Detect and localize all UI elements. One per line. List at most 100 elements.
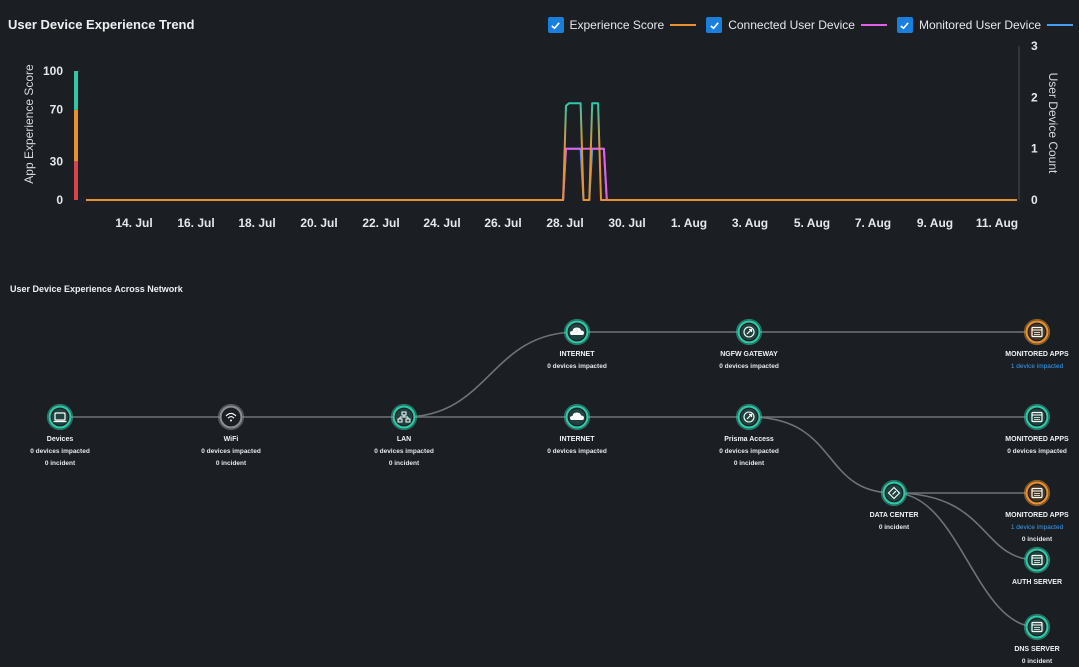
node-stat: 0 devices impacted bbox=[719, 363, 779, 370]
network-node-apps-mid[interactable]: MONITORED APPS 0 devices impacted bbox=[1005, 403, 1069, 456]
firewall-icon bbox=[743, 326, 755, 338]
score-band bbox=[74, 109, 78, 162]
server-icon bbox=[1031, 554, 1043, 566]
legend-label: Monitored User Device bbox=[918, 18, 1041, 32]
node-label: MONITORED APPS bbox=[1005, 436, 1069, 443]
x-tick-label: 3. Aug bbox=[732, 216, 768, 230]
node-label: WiFi bbox=[224, 436, 239, 443]
x-tick-label: 1. Aug bbox=[671, 216, 707, 230]
x-tick-label: 24. Jul bbox=[423, 216, 460, 230]
y-axis-title: App Experience Score bbox=[22, 64, 36, 184]
checkbox-checked-icon[interactable] bbox=[547, 17, 564, 33]
node-label: MONITORED APPS bbox=[1005, 351, 1069, 358]
network-node-devices[interactable]: Devices 0 devices impacted 0 incident bbox=[30, 403, 90, 468]
impacted-devices-link[interactable]: 1 device impacted bbox=[1011, 524, 1064, 531]
trend-line-chart: App Experience Score User Device Count 0… bbox=[22, 39, 1060, 230]
network-node-wifi[interactable]: WiFi 0 devices impacted 0 incident bbox=[201, 403, 261, 468]
x-tick-label: 7. Aug bbox=[855, 216, 891, 230]
node-label: INTERNET bbox=[560, 436, 596, 443]
node-label: AUTH SERVER bbox=[1012, 579, 1062, 586]
legend-item-monitored-user-device[interactable]: Monitored User Device bbox=[896, 17, 1073, 33]
network-node-apps-top[interactable]: MONITORED APPS 1 device impacted bbox=[1005, 318, 1069, 371]
node-label: Prisma Access bbox=[724, 436, 774, 443]
x-tick-label: 14. Jul bbox=[115, 216, 152, 230]
node-stat: 0 devices impacted bbox=[1007, 448, 1067, 455]
legend-item-experience-score[interactable]: Experience Score bbox=[547, 17, 697, 33]
y2-tick-label: 2 bbox=[1031, 90, 1038, 104]
score-band bbox=[74, 71, 78, 110]
network-node-auth[interactable]: AUTH SERVER bbox=[1012, 546, 1062, 587]
node-label: LAN bbox=[397, 436, 411, 443]
x-tick-label: 22. Jul bbox=[362, 216, 399, 230]
node-label: Devices bbox=[47, 436, 74, 443]
y-tick-label: 100 bbox=[43, 64, 63, 78]
node-label: MONITORED APPS bbox=[1005, 512, 1069, 519]
node-label: NGFW GATEWAY bbox=[720, 351, 778, 358]
legend-label: Connected User Device bbox=[728, 18, 855, 32]
x-tick-label: 26. Jul bbox=[484, 216, 521, 230]
chart-legend: Experience Score Connected User Device M… bbox=[547, 17, 1073, 33]
laptop-icon bbox=[53, 412, 67, 423]
node-stat: 0 incident bbox=[389, 460, 420, 467]
legend-item-connected-user-device[interactable]: Connected User Device bbox=[706, 17, 887, 33]
node-stat: 0 devices impacted bbox=[547, 363, 607, 370]
node-stat: 0 devices impacted bbox=[201, 448, 261, 455]
y-tick-label: 30 bbox=[50, 154, 64, 168]
y-tick-label: 0 bbox=[56, 193, 63, 207]
node-stat: 0 devices impacted bbox=[374, 448, 434, 455]
node-stat: 0 incident bbox=[1022, 536, 1053, 543]
network-node-ngfw[interactable]: NGFW GATEWAY 0 devices impacted bbox=[719, 318, 779, 371]
x-tick-label: 11. Aug bbox=[976, 216, 1018, 230]
network-edge bbox=[893, 492, 1038, 561]
network-edge bbox=[893, 492, 1038, 628]
network-node-internet-top[interactable]: INTERNET 0 devices impacted bbox=[547, 318, 607, 371]
x-tick-label: 28. Jul bbox=[546, 216, 583, 230]
legend-swatch bbox=[670, 24, 697, 26]
y2-axis-title: User Device Count bbox=[1046, 73, 1060, 174]
series-line-experience-score bbox=[86, 102, 1017, 201]
checkbox-checked-icon[interactable] bbox=[706, 17, 723, 33]
node-stat: 0 incident bbox=[734, 460, 765, 467]
app-window-icon bbox=[1031, 487, 1043, 499]
network-node-datacenter[interactable]: DATA CENTER 0 incident bbox=[870, 479, 919, 532]
cloud-icon bbox=[570, 412, 584, 420]
checkbox-checked-icon[interactable] bbox=[896, 17, 913, 33]
legend-label: Experience Score bbox=[569, 18, 665, 32]
network-node-internet-mid[interactable]: INTERNET 0 devices impacted bbox=[547, 403, 607, 456]
x-tick-label: 18. Jul bbox=[238, 216, 275, 230]
node-stat: 0 incident bbox=[45, 460, 76, 467]
y2-tick-label: 3 bbox=[1031, 39, 1038, 53]
network-edge bbox=[748, 416, 895, 494]
lan-icon bbox=[397, 411, 411, 423]
y-tick-label: 70 bbox=[50, 103, 64, 117]
prisma-icon bbox=[743, 411, 755, 423]
legend-swatch bbox=[1047, 24, 1073, 26]
x-tick-label: 5. Aug bbox=[794, 216, 830, 230]
node-stat: 0 incident bbox=[1022, 658, 1053, 665]
node-label: DNS SERVER bbox=[1014, 646, 1059, 653]
node-stat: 0 incident bbox=[879, 524, 910, 531]
wifi-icon bbox=[225, 412, 237, 422]
x-tick-label: 9. Aug bbox=[917, 216, 953, 230]
x-tick-label: 20. Jul bbox=[300, 216, 337, 230]
legend-swatch bbox=[860, 24, 887, 26]
network-node-dns[interactable]: DNS SERVER 0 incident bbox=[1014, 613, 1060, 666]
x-tick-label: 30. Jul bbox=[608, 216, 645, 230]
network-node-apps-dc[interactable]: MONITORED APPS 1 device impacted 0 inciden… bbox=[1005, 479, 1069, 544]
node-label: INTERNET bbox=[560, 351, 596, 358]
node-stat: 0 incident bbox=[216, 460, 247, 467]
y2-tick-label: 0 bbox=[1031, 193, 1038, 207]
node-label: DATA CENTER bbox=[870, 512, 919, 519]
network-node-lan[interactable]: LAN 0 devices impacted 0 incident bbox=[374, 403, 434, 468]
network-edge bbox=[403, 331, 578, 418]
node-stat: 0 devices impacted bbox=[547, 448, 607, 455]
datacenter-icon bbox=[887, 486, 901, 500]
impacted-devices-link[interactable]: 1 device impacted bbox=[1011, 363, 1064, 370]
app-window-icon bbox=[1031, 411, 1043, 423]
node-stat: 0 devices impacted bbox=[30, 448, 90, 455]
score-band bbox=[74, 161, 78, 200]
app-window-icon bbox=[1031, 326, 1043, 338]
network-section-title: User Device Experience Across Network bbox=[10, 284, 183, 294]
